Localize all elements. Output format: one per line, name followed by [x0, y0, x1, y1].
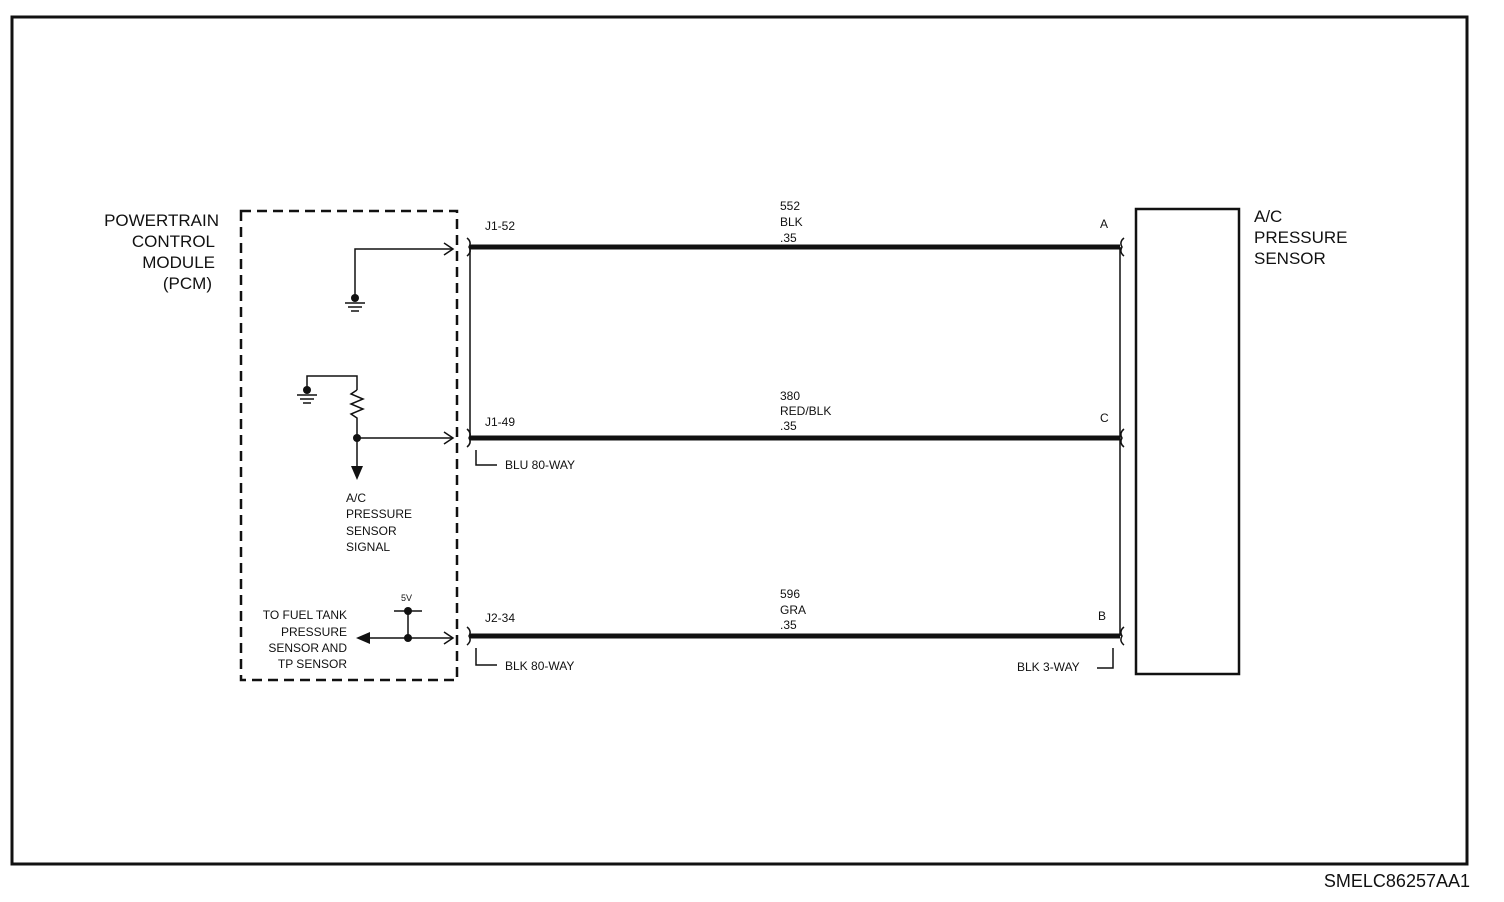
sensor-terminal-380 — [1120, 428, 1125, 448]
wire-color-380: RED/BLK — [780, 404, 831, 418]
fuel-tank-label-line-2: PRESSURE — [281, 625, 347, 639]
signal-junction-node — [353, 434, 361, 442]
circuit-380: J1-49 380 RED/BLK .35 C — [466, 389, 1125, 448]
pcm-title: POWERTRAIN CONTROL MODULE (PCM) — [104, 211, 219, 293]
pcm-pin-552: J1-52 — [485, 219, 515, 233]
connector-blk-3-way: BLK 3-WAY — [1017, 660, 1080, 674]
pcm-title-line-2: CONTROL — [132, 232, 215, 251]
circuit-number-380: 380 — [780, 389, 800, 403]
wire-gauge-380: .35 — [780, 419, 797, 433]
sensor-title: A/C PRESSURE SENSOR — [1254, 207, 1348, 268]
circuit-number-552: 552 — [780, 199, 800, 213]
pcm-pin-380: J1-49 — [485, 415, 515, 429]
fuel-tank-label-line-4: TP SENSOR — [278, 657, 347, 671]
wire-gauge-596: .35 — [780, 618, 797, 632]
pcm-signal-circuit — [306, 375, 455, 468]
signal-down-arrow-icon — [351, 466, 363, 480]
pcm-title-line-4: (PCM) — [163, 274, 212, 293]
signal-label-line-1: A/C — [346, 491, 366, 505]
connector-blu-80-way: BLU 80-WAY — [505, 458, 575, 472]
circuit-552: J1-52 552 BLK .35 A — [466, 199, 1125, 257]
fuel-tank-label-line-3: SENSOR AND — [268, 641, 347, 655]
pcm-pin-596: J2-34 — [485, 611, 515, 625]
pcm-ground-circuit — [354, 242, 455, 296]
sensor-title-line-2: PRESSURE — [1254, 228, 1348, 247]
connector-body-lines — [469, 247, 1121, 636]
voltage-label: 5V — [401, 593, 412, 603]
sensor-terminal-552 — [1120, 237, 1125, 257]
wire-color-596: GRA — [780, 603, 806, 617]
signal-label-line-4: SIGNAL — [346, 540, 390, 554]
pcm-terminal-380 — [466, 428, 471, 448]
fuel-tank-label-line-1: TO FUEL TANK — [263, 608, 347, 622]
resistor-ground-icon — [297, 394, 317, 404]
pcm-module-box — [239, 209, 459, 682]
connector-blk-80-way: BLK 80-WAY — [505, 659, 574, 673]
sensor-pin-552: A — [1100, 217, 1108, 231]
signal-label-line-2: PRESSURE — [346, 507, 412, 521]
resistor-ground-node — [303, 386, 311, 394]
sensor-title-line-1: A/C — [1254, 207, 1282, 226]
signal-label-line-3: SENSOR — [346, 524, 397, 538]
sensor-pin-596: B — [1098, 609, 1106, 623]
pcm-title-line-1: POWERTRAIN — [104, 211, 219, 230]
sensor-terminal-596 — [1120, 626, 1125, 646]
pcm-ground-node — [351, 294, 359, 302]
diagram-frame — [10, 15, 1469, 866]
fuel-tank-label: TO FUEL TANK PRESSURE SENSOR AND TP SENS… — [263, 608, 348, 671]
sensor-pin-380: C — [1100, 411, 1109, 425]
reference-node-bottom — [404, 634, 412, 642]
sensor-title-line-3: SENSOR — [1254, 249, 1326, 268]
wire-color-552: BLK — [780, 215, 803, 229]
wire-gauge-552: .35 — [780, 231, 797, 245]
sensor-box — [1134, 207, 1241, 676]
circuit-number-596: 596 — [780, 587, 800, 601]
fuel-tank-left-arrow-icon — [356, 632, 370, 644]
signal-label: A/C PRESSURE SENSOR SIGNAL — [346, 491, 412, 554]
reference-node-top — [404, 607, 412, 615]
pcm-terminal-552 — [466, 237, 471, 257]
pcm-title-line-3: MODULE — [142, 253, 215, 272]
pcm-terminal-596 — [466, 626, 471, 646]
circuit-596: J2-34 596 GRA .35 B — [466, 587, 1125, 646]
figure-code: SMELC86257AA1 — [1324, 871, 1470, 891]
pcm-ground-icon — [345, 302, 365, 312]
connector-leaders — [475, 450, 1114, 669]
